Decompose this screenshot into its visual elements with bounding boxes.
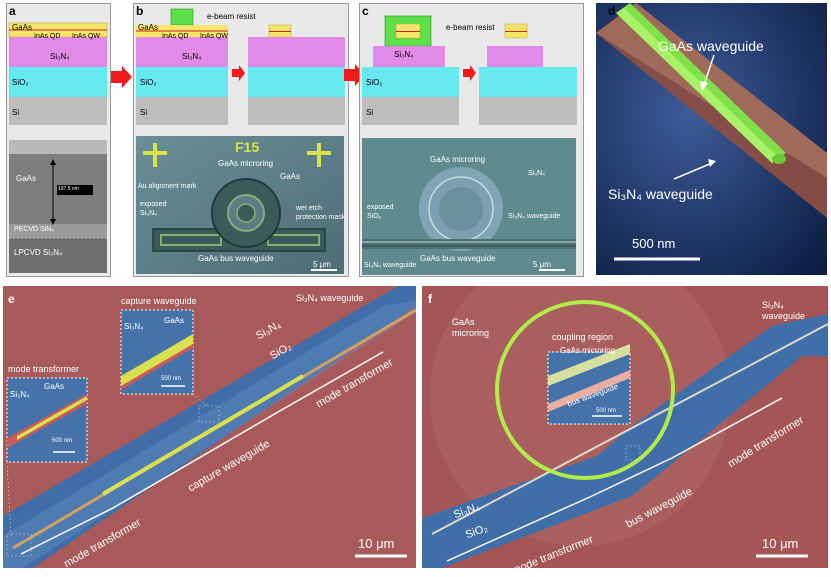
exposed-label: exposed Si₃N₄ <box>140 201 167 217</box>
e-inset1-scale: 500 nm <box>161 376 182 382</box>
panel-c-letter: c <box>362 4 369 18</box>
b-si-label: Si <box>140 108 148 117</box>
c-sin-wg-right-label: Si₃N₄ waveguide <box>508 213 561 220</box>
e-inset2-si3n4: Si₃N₄ <box>10 390 30 399</box>
e-scale-label: 10 μm <box>358 536 395 551</box>
c-sin-wg-left-label: Si₃N₄ waveguide <box>364 262 417 269</box>
f-sin-wg-label: Si₃N₄ waveguide <box>762 300 806 321</box>
e-capture-wg-title: capture waveguide <box>121 296 197 306</box>
e-sin-wg-label: Si₃N₄ waveguide <box>296 293 364 303</box>
qw-label: InAs QW <box>72 33 101 40</box>
panel-b-graphic <box>136 8 345 274</box>
panel-e-letter: e <box>8 292 15 306</box>
f-inset-microring-label: GaAs microring <box>560 346 616 355</box>
sio2-label: SiO₂ <box>12 78 29 87</box>
panel-f-letter: f <box>428 292 432 306</box>
scale-label: 197.5 nm <box>58 186 79 192</box>
c-bus-label: GaAs bus waveguide <box>420 254 496 263</box>
c-resist-label: e-beam resist <box>446 23 495 32</box>
c-scale-label: 5 μm <box>533 260 551 269</box>
si3n4-label: Si₃N₄ <box>50 52 70 61</box>
resist-label: e-beam resist <box>207 12 256 21</box>
si-layer <box>9 97 107 125</box>
b-bus-label: GaAs bus waveguide <box>198 254 274 263</box>
gaas-microring-outline <box>495 300 675 480</box>
pecvd-label: PECVD SiNₓ <box>14 226 54 233</box>
sio2-layer <box>9 67 107 97</box>
sem-gaas-label: GaAs <box>16 174 37 183</box>
qd-label: InAs QD <box>34 33 61 40</box>
panel-e-graphic <box>3 286 416 568</box>
e-inset2-gaas: GaAs <box>44 382 65 391</box>
b-microring-label: GaAs microring <box>218 159 274 168</box>
wet-etch-label: wet etch protection mask <box>296 205 346 221</box>
panel-c-graphic <box>362 15 577 275</box>
arrow-a-b <box>111 66 132 88</box>
si3n4-layer <box>9 37 107 67</box>
e-inset1-si3n4: Si₃N₄ <box>124 322 144 331</box>
f-coupling-region-label: coupling region <box>552 332 614 342</box>
d-sin-wg-label: Si₃N₄ waveguide <box>608 186 713 202</box>
f-gaas-microring-label: GaAs microring <box>452 317 490 338</box>
b-sio2-label: SiO₂ <box>140 78 157 87</box>
b-gaas-label: GaAs <box>138 23 159 32</box>
gaas-label: GaAs <box>12 23 33 32</box>
panel-a-graphic <box>8 22 108 273</box>
c-si3n4-region-label: Si₃N₄ <box>528 170 545 177</box>
c-si-label: Si <box>366 108 374 117</box>
c-exposed-label: exposed SiO₂ <box>367 204 394 220</box>
b-qw-label: InAs QW <box>200 33 229 40</box>
d-scale-label: 500 nm <box>632 236 676 251</box>
f-inset-scale-label: 500 nm <box>596 408 617 414</box>
b-scale-label: 5 μm <box>313 260 331 269</box>
d-gaas-wg-label: GaAs waveguide <box>658 38 764 54</box>
panel-b-letter: b <box>136 4 144 18</box>
panel-d-graphic <box>596 3 827 275</box>
resist-block <box>170 8 194 26</box>
e-mode-transformer-title: mode transformer <box>8 364 80 374</box>
lpcvd-label: LPCVD Si₃N₄ <box>14 248 63 257</box>
si-label: Si <box>12 108 20 117</box>
c-si3n4-label: Si₃N₄ <box>394 50 414 59</box>
panel-d-letter: d <box>608 4 616 18</box>
au-mark-label: Au alignment mark <box>138 183 197 190</box>
panel-f-graphic <box>422 286 828 568</box>
panel-a-letter: a <box>9 4 16 18</box>
b-gaas-region-label: GaAs <box>280 172 301 181</box>
b-si3n4-label: Si₃N₄ <box>182 52 202 61</box>
e-inset2-scale: 500 nm <box>52 438 73 444</box>
b-qd-label: InAs QD <box>162 33 189 40</box>
c-microring-label: GaAs microring <box>430 155 486 164</box>
c-sio2-label: SiO₂ <box>366 78 383 87</box>
f15-label: F15 <box>235 139 260 155</box>
e-inset1-gaas: GaAs <box>164 316 185 325</box>
f-scale-label: 10 μm <box>762 536 799 551</box>
